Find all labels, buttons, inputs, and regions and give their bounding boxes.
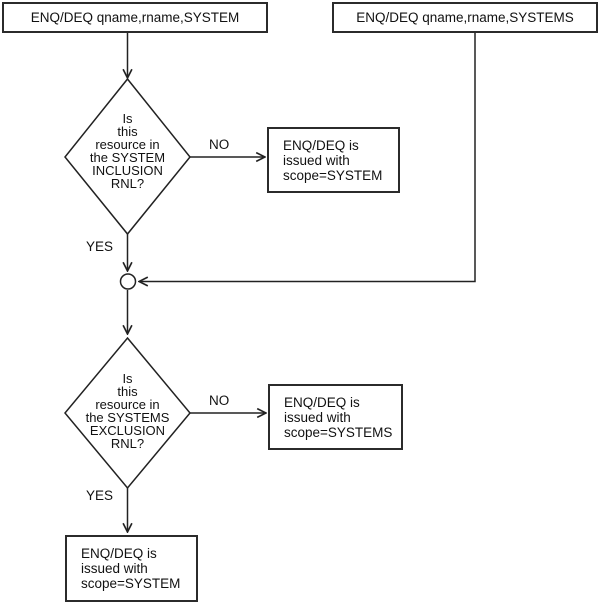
edge-label-yes-inclusion: YES: [86, 239, 114, 254]
edge-label-yes-exclusion: YES: [86, 488, 114, 503]
start-node-system: ENQ/DEQ qname,rname,SYSTEM: [2, 2, 268, 33]
decision-inclusion-label: Is this resource in the SYSTEM INCLUSION…: [89, 111, 166, 191]
decision-inclusion-diamond: [64, 77, 191, 236]
result-node-scope-system-2-label: ENQ/DEQ is issued with scope=SYSTEM: [81, 546, 181, 591]
start-node-systems-label: ENQ/DEQ qname,rname,SYSTEMS: [356, 10, 574, 25]
result-node-scope-system-1: ENQ/DEQ is issued with scope=SYSTEM: [267, 127, 400, 193]
decision-exclusion-label: Is this resource in the SYSTEMS EXCLUSIO…: [85, 371, 170, 451]
start-node-system-label: ENQ/DEQ qname,rname,SYSTEM: [30, 10, 240, 25]
edge-label-no-inclusion: NO: [209, 137, 230, 152]
result-node-scope-systems: ENQ/DEQ is issued with scope=SYSTEMS: [268, 384, 403, 450]
edge-label-no-exclusion: NO: [209, 393, 230, 408]
result-node-scope-system-2: ENQ/DEQ is issued with scope=SYSTEM: [65, 535, 198, 602]
decision-exclusion-diamond: [64, 336, 191, 490]
result-node-scope-systems-label: ENQ/DEQ is issued with scope=SYSTEMS: [284, 394, 393, 440]
edge-startright-to-junction: [139, 33, 476, 282]
start-node-systems: ENQ/DEQ qname,rname,SYSTEMS: [332, 2, 598, 33]
result-node-scope-system-1-label: ENQ/DEQ is issued with scope=SYSTEM: [283, 137, 383, 183]
junction-circle: [119, 273, 137, 290]
